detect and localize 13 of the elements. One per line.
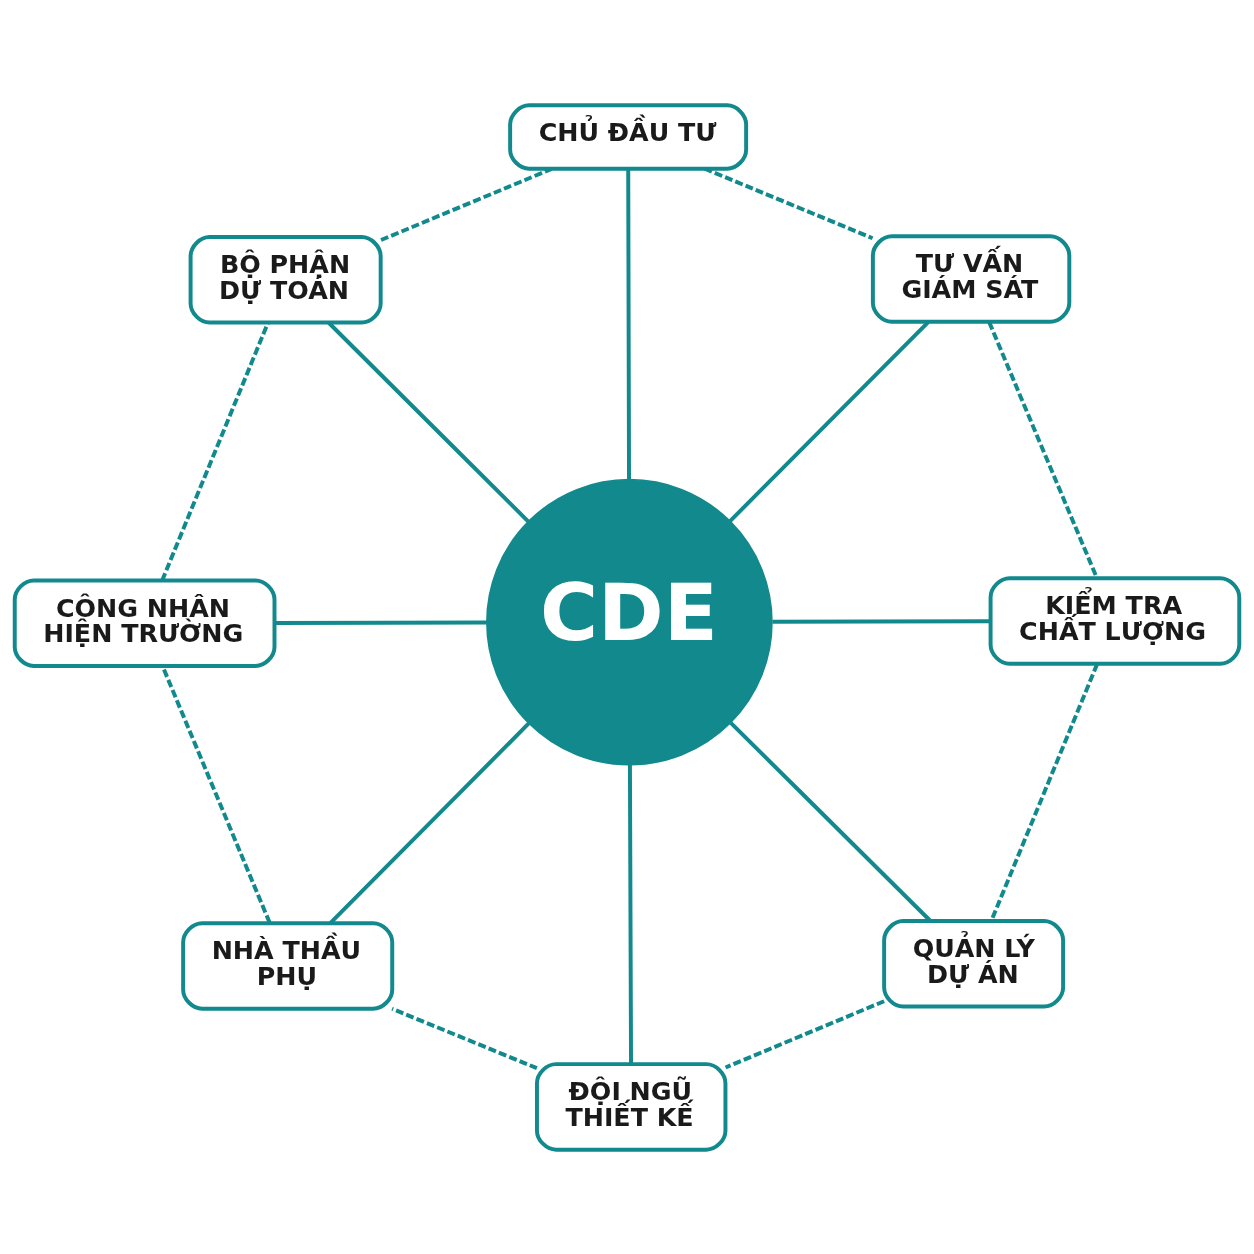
node-box: CÔNG NHÂN HIỆN TRƯỜNG: [12, 577, 277, 668]
node-box: NHÀ THẦU PHỤ: [181, 920, 395, 1011]
node-box: TƯ VẤN GIÁM SÁT: [870, 233, 1072, 324]
node-box: ĐỘI NGŨ THIẾT KẾ: [534, 1061, 728, 1152]
node-box: CHỦ ĐẦU TƯ: [508, 102, 749, 171]
node-box: KIỂM TRA CHẤT LƯỢNG: [988, 575, 1242, 666]
connector: [724, 998, 885, 1069]
node-circle: CDE: [486, 478, 773, 766]
node-box: QUẢN LÝ DỰ ÁN: [882, 918, 1066, 1009]
connector: [274, 620, 487, 625]
connector: [391, 1006, 538, 1070]
connector: [772, 618, 991, 624]
node-box: BỘ PHẬN DỰ TOÁN: [188, 234, 383, 325]
